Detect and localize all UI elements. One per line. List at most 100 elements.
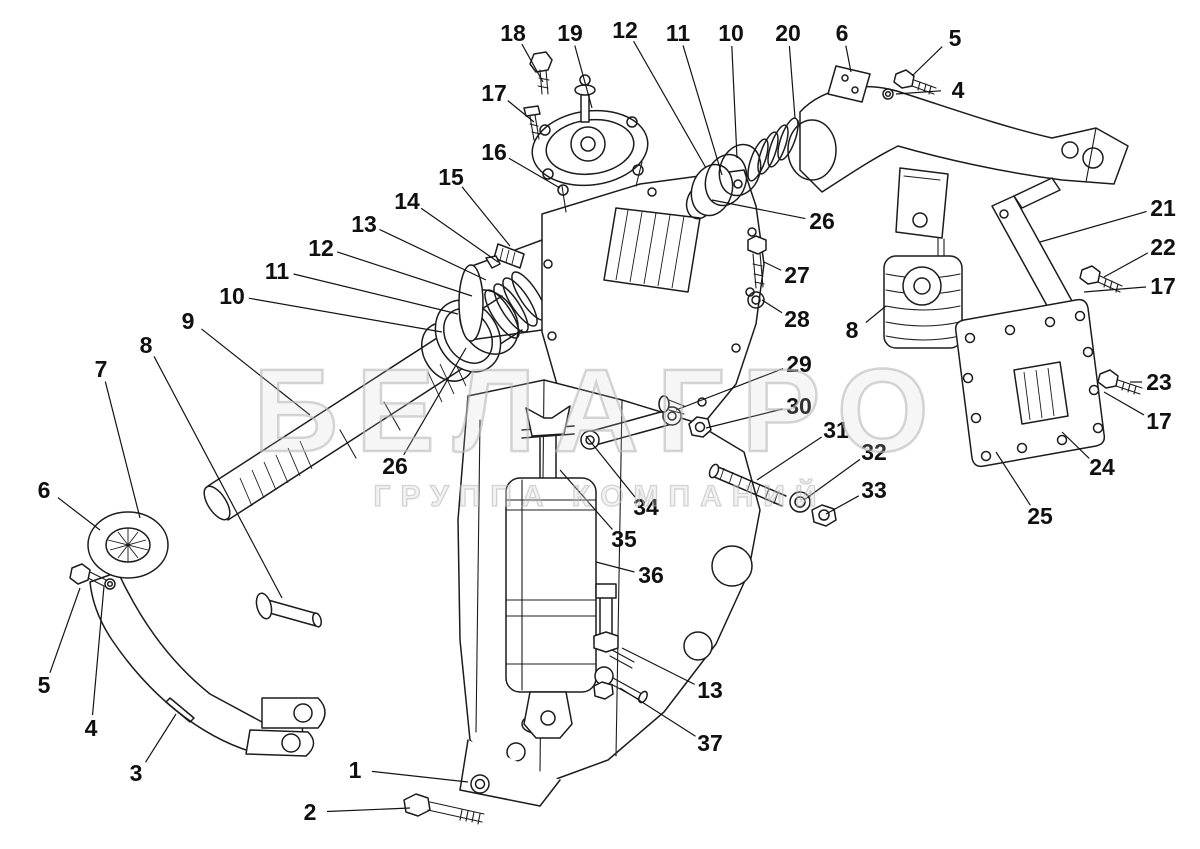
bolt-17-top xyxy=(523,105,541,141)
callout-leader-6 xyxy=(845,45,852,73)
callout-leader-12 xyxy=(633,40,707,169)
top-cover xyxy=(531,74,649,187)
callout-leader-5 xyxy=(49,587,81,674)
callout-leader-35 xyxy=(559,469,613,530)
callout-leader-17 xyxy=(1083,286,1147,293)
bolt-22 xyxy=(1079,265,1123,293)
callout-label-15: 15 xyxy=(438,164,464,190)
callout-label-12: 12 xyxy=(308,235,334,261)
callout-label-1: 1 xyxy=(349,757,362,783)
callout-label-5: 5 xyxy=(949,25,962,51)
callout-leader-20 xyxy=(788,45,796,119)
callout-label-31: 31 xyxy=(823,417,849,443)
callout-leader-11 xyxy=(682,45,723,176)
callout-leader-9 xyxy=(201,328,311,416)
callout-label-18: 18 xyxy=(500,20,526,46)
callout-leader-33 xyxy=(825,495,860,515)
callout-label-7: 7 xyxy=(95,356,108,382)
callout-label-6: 6 xyxy=(38,477,51,503)
callout-label-9: 9 xyxy=(182,308,195,334)
callout-leader-10 xyxy=(248,297,443,333)
washer-32 xyxy=(789,491,811,513)
lock-plate-6 xyxy=(827,65,871,103)
washer-28 xyxy=(747,291,765,309)
callout-label-32: 32 xyxy=(861,439,887,465)
cylinder-eye-8 xyxy=(883,255,963,349)
callout-leader-22 xyxy=(1103,252,1149,278)
callout-label-11: 11 xyxy=(265,258,290,284)
callout-label-8: 8 xyxy=(846,317,859,343)
callout-leader-5 xyxy=(911,46,943,77)
callout-label-17: 17 xyxy=(1146,408,1172,434)
callout-label-17: 17 xyxy=(481,80,507,106)
callout-leader-30 xyxy=(705,408,783,429)
callout-label-21: 21 xyxy=(1150,195,1176,221)
callout-leader-32 xyxy=(803,458,861,501)
callout-leader-13 xyxy=(379,228,487,281)
callout-label-26: 26 xyxy=(382,453,408,479)
callout-leader-4 xyxy=(91,585,105,716)
callout-label-12: 12 xyxy=(612,17,638,43)
callout-label-4: 4 xyxy=(952,77,965,103)
callout-label-30: 30 xyxy=(786,393,812,419)
callout-label-3: 3 xyxy=(130,760,143,786)
callout-label-27: 27 xyxy=(784,262,810,288)
callout-leader-8 xyxy=(153,356,283,599)
callout-label-19: 19 xyxy=(557,20,583,46)
lower-lever-arm xyxy=(87,511,326,757)
callout-leader-11 xyxy=(293,273,459,315)
bolt-5-top xyxy=(893,69,937,95)
callout-leader-17 xyxy=(507,100,535,123)
callout-label-16: 16 xyxy=(481,139,507,165)
callout-leader-37 xyxy=(619,687,696,737)
callout-label-26: 26 xyxy=(809,208,835,234)
callout-label-13: 13 xyxy=(351,211,377,237)
callout-leader-24 xyxy=(1061,431,1090,459)
stud-31 xyxy=(708,463,787,507)
callout-leader-18 xyxy=(521,43,544,83)
pin-29 xyxy=(658,395,670,413)
callout-leader-26 xyxy=(711,199,806,220)
callout-label-6: 6 xyxy=(836,20,849,46)
callout-label-11: 11 xyxy=(666,20,691,46)
callout-leader-15 xyxy=(461,186,511,247)
clevis-pin-8 xyxy=(255,592,323,628)
callout-leader-7 xyxy=(104,381,141,519)
callout-label-37: 37 xyxy=(697,730,723,756)
callout-leader-34 xyxy=(585,435,636,498)
pin-3 xyxy=(165,697,195,723)
callout-label-33: 33 xyxy=(861,477,887,503)
stud-18 xyxy=(529,51,553,95)
upper-lever-arm xyxy=(787,85,1129,261)
fitting-15-14 xyxy=(485,243,525,269)
bolt-23 xyxy=(1097,369,1143,395)
callout-label-35: 35 xyxy=(611,526,637,552)
callout-label-22: 22 xyxy=(1150,234,1176,260)
callout-label-28: 28 xyxy=(784,306,810,332)
callout-label-13: 13 xyxy=(697,677,723,703)
callout-leader-2 xyxy=(326,807,411,813)
callout-label-29: 29 xyxy=(786,351,812,377)
callout-leader-1 xyxy=(371,770,469,783)
callout-leader-29 xyxy=(675,367,784,411)
fitting-13 xyxy=(593,583,635,669)
nut-30 xyxy=(688,416,712,438)
callout-leader-16 xyxy=(508,157,561,189)
callout-leader-4 xyxy=(895,90,942,95)
bolt-27 xyxy=(747,235,767,289)
callout-leader-8 xyxy=(865,305,887,323)
callout-label-24: 24 xyxy=(1089,454,1115,480)
hydraulic-cylinder xyxy=(505,405,597,739)
callout-label-8: 8 xyxy=(140,332,153,358)
hole-16 xyxy=(557,184,569,196)
callout-leader-25 xyxy=(995,451,1031,506)
callout-label-2: 2 xyxy=(304,799,317,825)
callout-leader-19 xyxy=(574,45,593,109)
callout-label-25: 25 xyxy=(1027,503,1053,529)
callout-leader-31 xyxy=(756,436,822,481)
callout-label-20: 20 xyxy=(775,20,801,46)
callout-leader-14 xyxy=(420,207,499,263)
